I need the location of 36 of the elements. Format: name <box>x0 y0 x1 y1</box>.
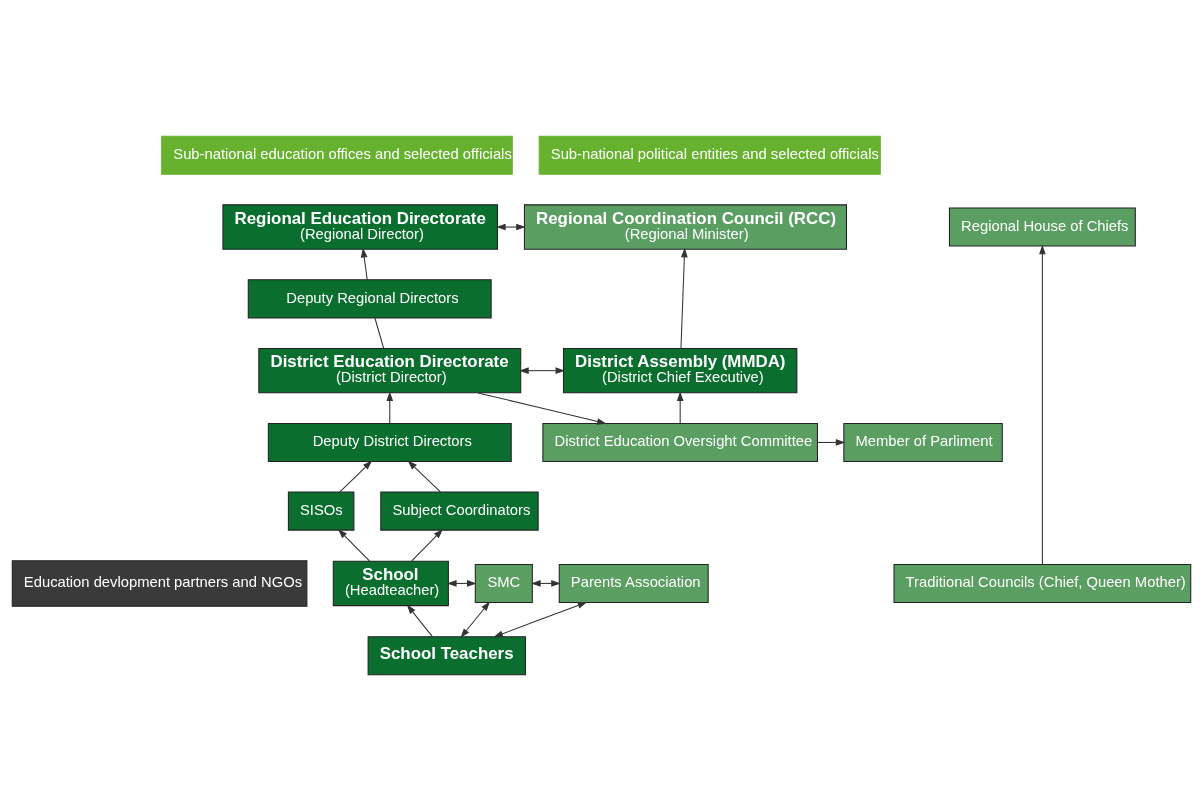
connector <box>374 317 385 349</box>
arrow <box>496 223 526 230</box>
arrow <box>676 391 684 424</box>
arrow <box>817 438 846 446</box>
node-box: SMC <box>474 563 533 603</box>
node-box: Member of Parliment <box>843 422 1003 462</box>
node-box: Traditional Councils (Chief, Queen Mother) <box>893 563 1192 603</box>
node-box: District Education Oversight Committee <box>542 422 818 462</box>
node-box: Education devlopment partners and NGOs <box>11 559 308 607</box>
node-box: Regional Education Directorate (Regional Director) <box>222 203 498 250</box>
arrow <box>411 528 443 561</box>
arrow <box>1039 244 1046 565</box>
node-box: Subject Coordinators <box>380 491 539 531</box>
arrow <box>339 460 373 492</box>
node-box: Sub-national political entities and selected officials <box>538 135 881 175</box>
arrow <box>519 366 566 374</box>
node-box: District Education Directorate (District Director) <box>258 347 522 393</box>
node-box: District Assembly (MMDA) (District Chief Executive) <box>562 347 798 393</box>
node-box: Deputy District Directors <box>267 422 512 462</box>
arrow <box>477 391 607 425</box>
arrow <box>386 391 394 424</box>
node-box: School Teachers <box>367 635 526 675</box>
arrow <box>407 460 441 492</box>
arrow <box>360 247 368 280</box>
node-box: Parents Association <box>558 563 709 603</box>
arrow <box>680 247 688 349</box>
arrow <box>406 604 433 637</box>
node-box: Regional Coordination Council (RCC) (Regional Minister) <box>523 203 847 250</box>
node-box: Sub-national education offices and selected officials <box>161 135 513 175</box>
node-box: School (Headteacher) <box>332 560 449 606</box>
arrow <box>337 528 371 561</box>
node-box: Deputy Regional Directors <box>247 278 492 318</box>
arrow <box>493 601 588 637</box>
node-box: Regional House of Chiefs <box>948 207 1136 247</box>
node-box: SISOs <box>287 491 355 531</box>
arrow <box>460 601 490 638</box>
